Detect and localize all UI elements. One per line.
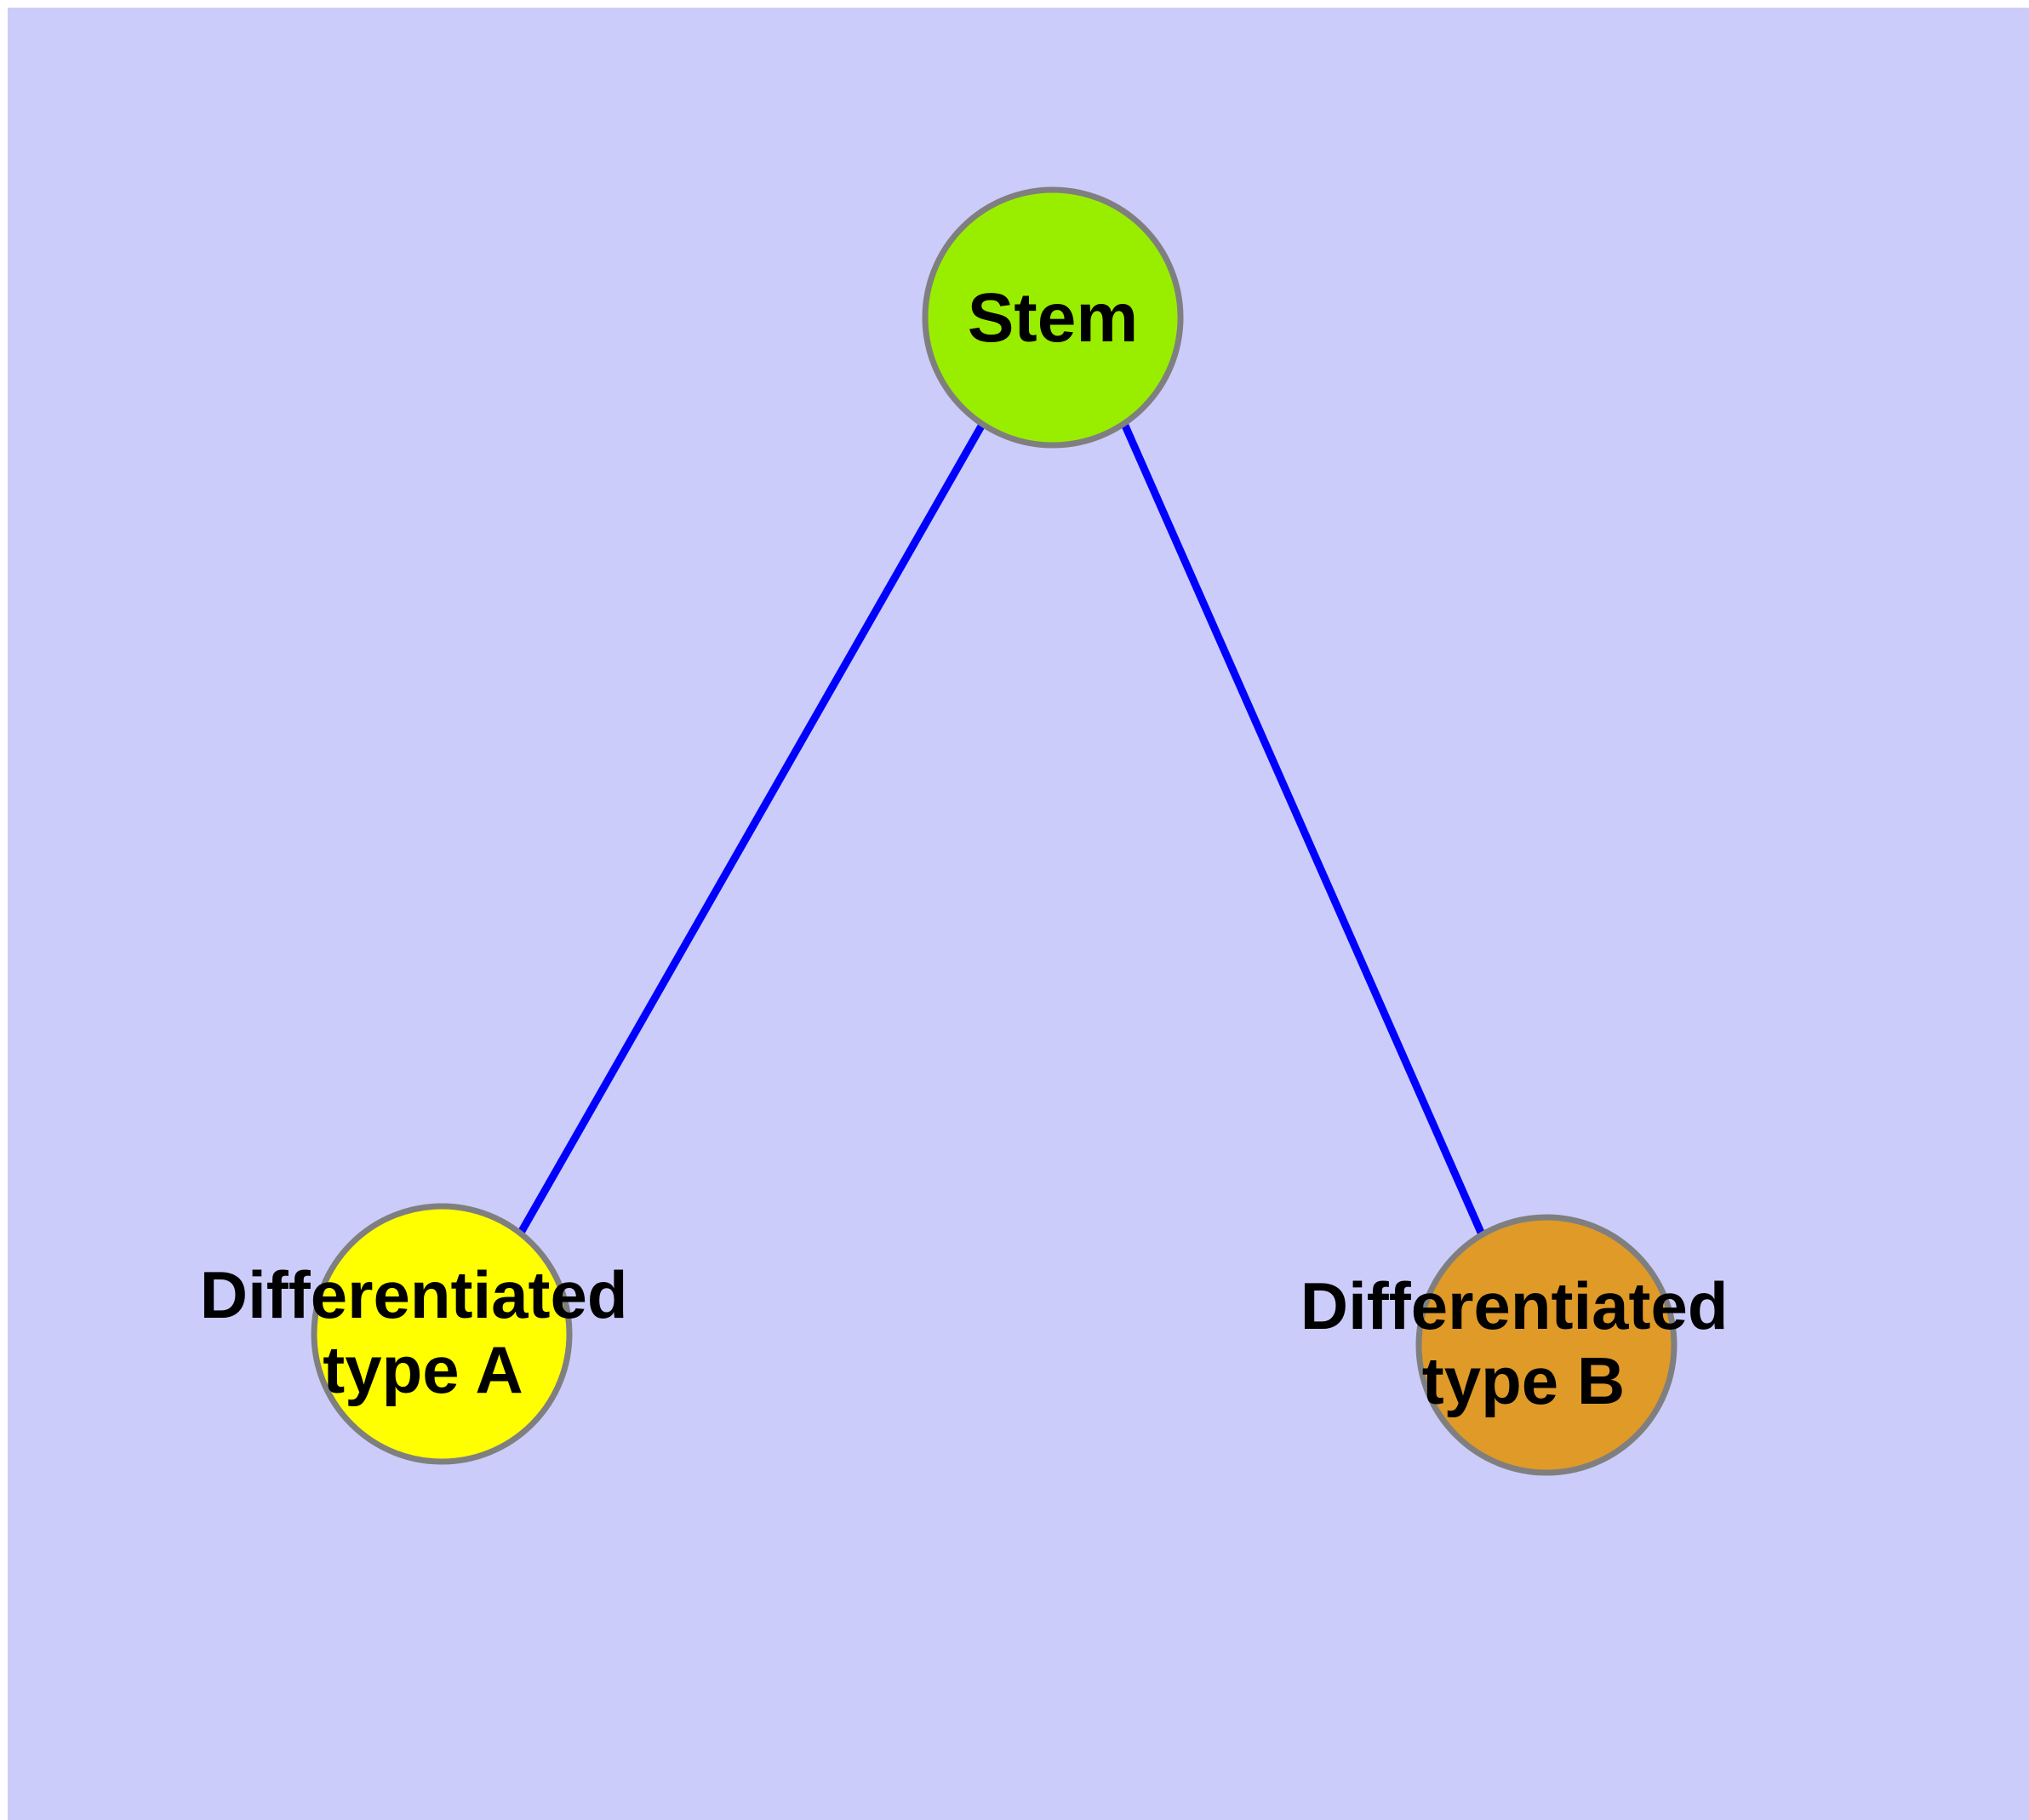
edge-stem-to-differentiated-type-a[interactable] <box>517 421 986 1235</box>
nodes-layer <box>311 186 1677 1476</box>
node-differentiated-type-a-label: Differentiated type A <box>200 1257 646 1407</box>
node-differentiated-type-b-circle[interactable] <box>1415 1214 1677 1476</box>
labels-layer: Stem Differentiated type A Differentiate… <box>200 279 1746 1419</box>
node-differentiated-type-b-label-line-1: Differentiated <box>1300 1268 1729 1343</box>
node-stem-label: Stem <box>968 279 1139 357</box>
node-differentiated-type-a-circle[interactable] <box>311 1203 573 1465</box>
node-differentiated-type-b-label: Differentiated type B <box>1300 1268 1746 1418</box>
node-differentiated-type-a-label-line-2: type A <box>323 1332 523 1407</box>
edges-layer <box>517 421 1486 1236</box>
node-differentiated-type-a-label-line-1: Differentiated <box>200 1257 628 1332</box>
node-differentiated-type-b-label-line-2: type B <box>1422 1343 1625 1418</box>
node-stem-label-line-1: Stem <box>968 279 1139 357</box>
node-stem-circle[interactable] <box>922 186 1184 449</box>
edge-stem-to-differentiated-type-b[interactable] <box>1121 424 1486 1236</box>
